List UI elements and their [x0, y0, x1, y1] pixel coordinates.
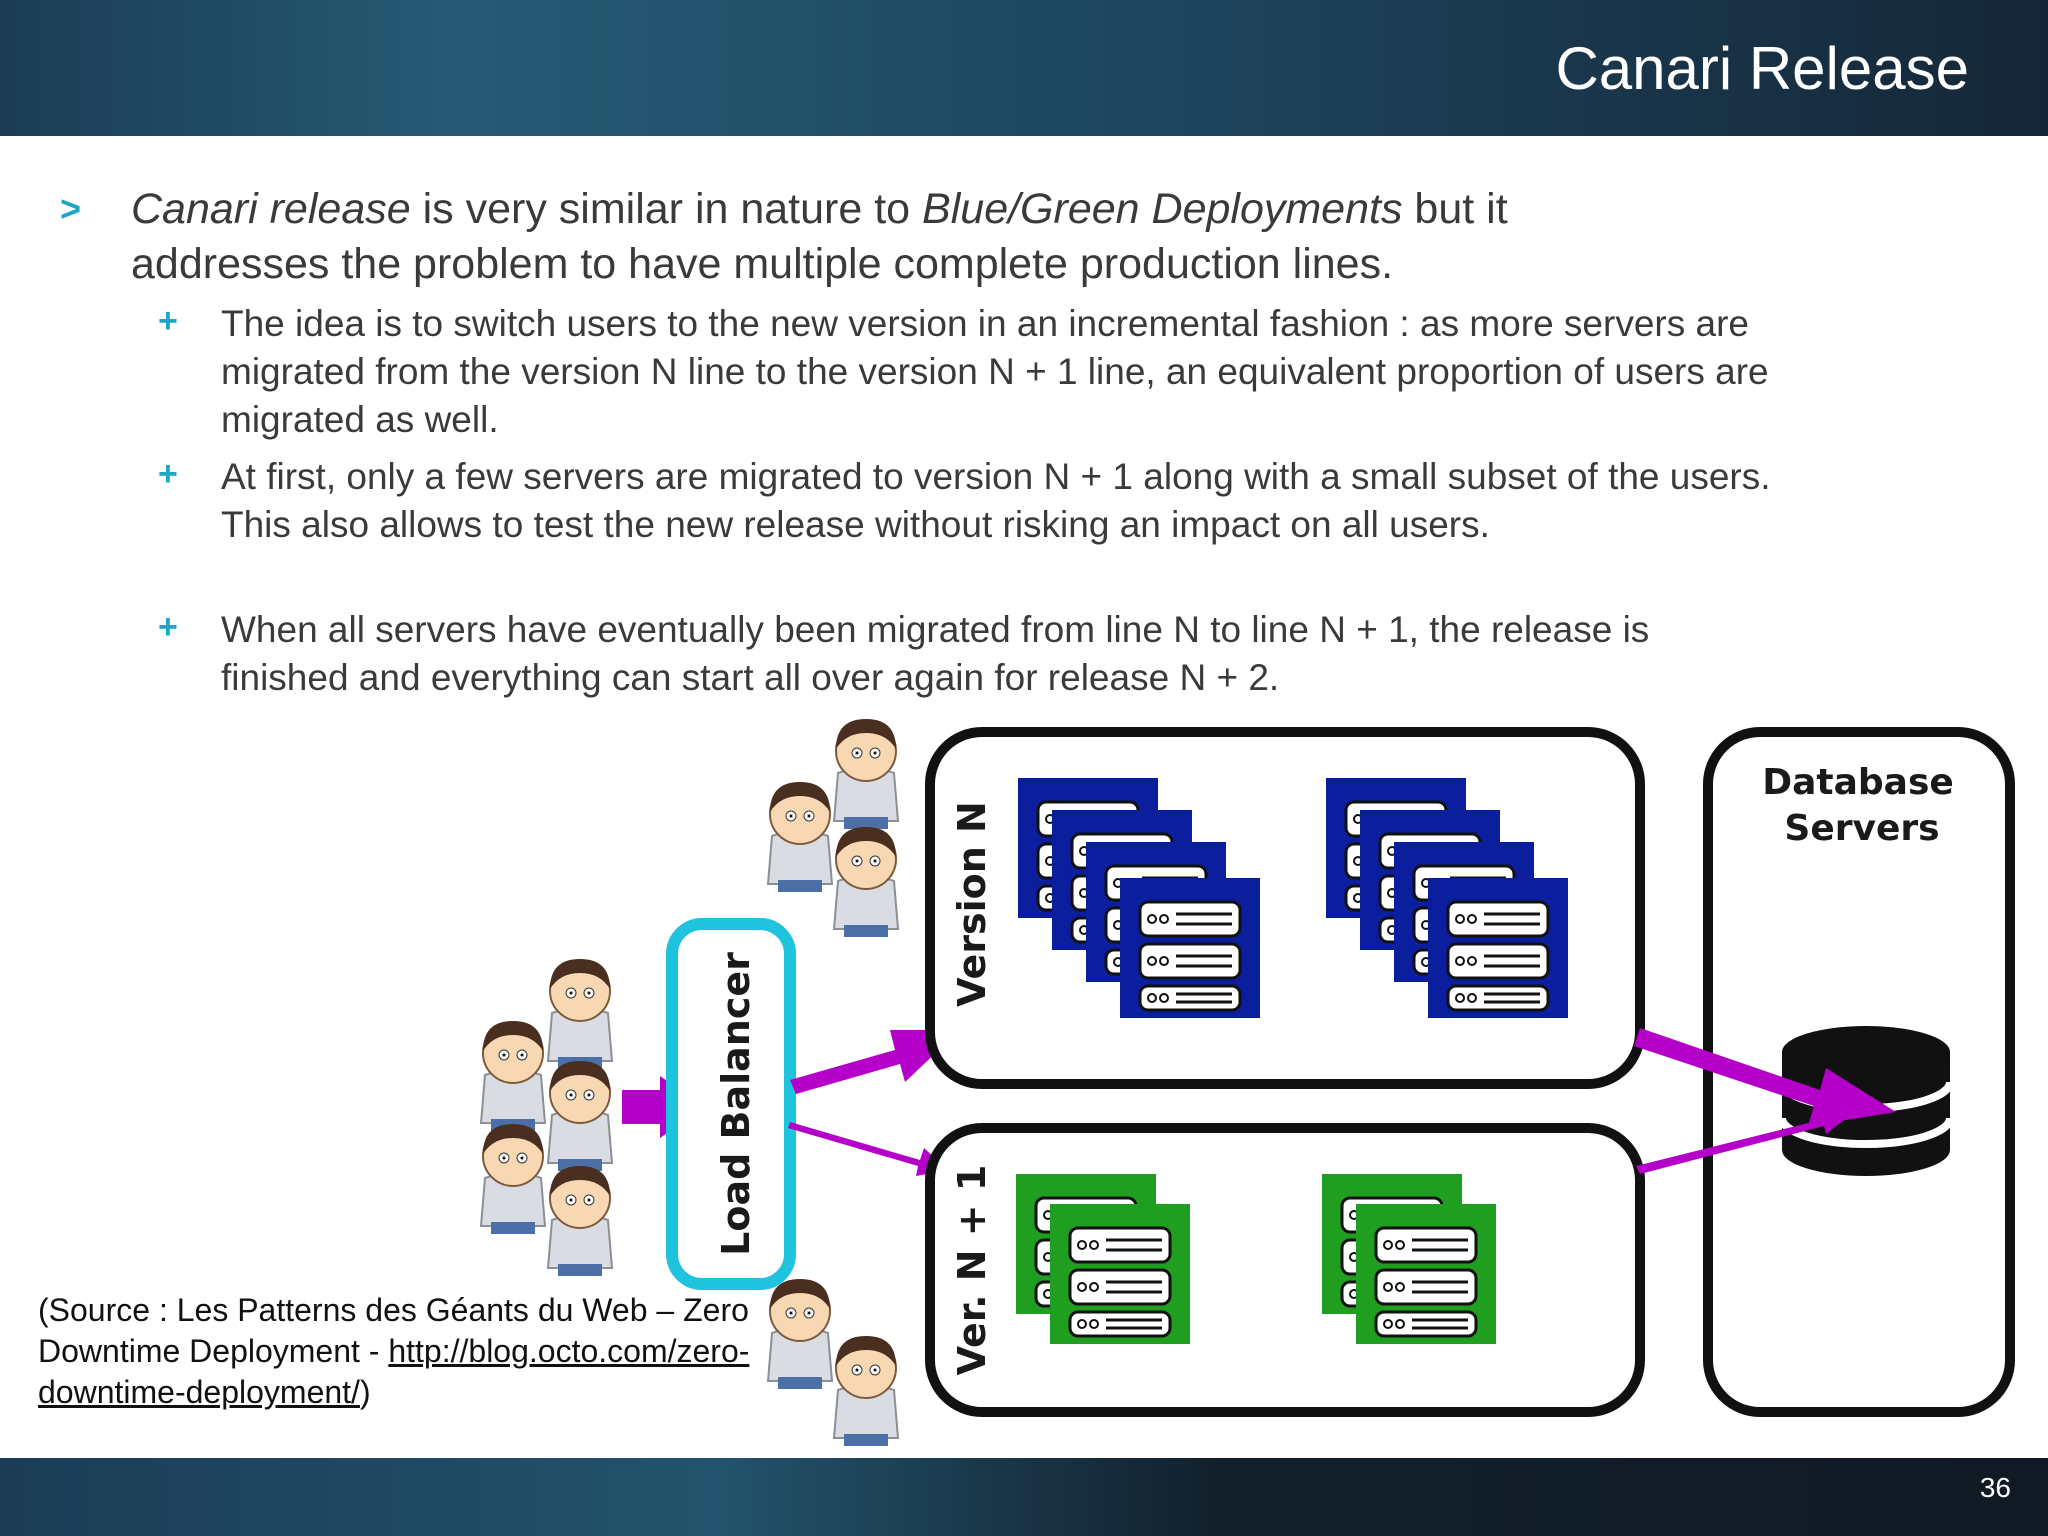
main-bullet-part2: but it addresses the problem to have mul… [131, 185, 1508, 288]
sub-bullet-marker: + [158, 455, 178, 493]
slide-footer [0, 1458, 2048, 1536]
load-balancer-label: Load Balancer [714, 952, 758, 1256]
version-n1-label: Ver. N + 1 [950, 1165, 994, 1376]
user-icon [480, 1020, 546, 1132]
term-canari-release: Canari release [131, 185, 411, 233]
user-icon [480, 1123, 546, 1235]
version-n1-to-db-arrow [1636, 1110, 1852, 1174]
user-icon [547, 958, 613, 1070]
slide-title: Canari Release [1555, 35, 1969, 102]
user-icon [767, 1278, 833, 1390]
page-number: 36 [1979, 1472, 2011, 1503]
database-label-line2: Servers [1784, 808, 1939, 849]
sub-bullet-marker: + [158, 302, 178, 340]
main-bullet-text: Canari release is very similar in nature… [131, 182, 1691, 292]
sub-bullet-1: The idea is to switch users to the new v… [221, 303, 1769, 440]
user-icon [767, 781, 833, 893]
user-icon [547, 1165, 613, 1277]
source-close: ) [359, 1374, 371, 1410]
term-blue-green: Blue/Green Deployments [922, 185, 1403, 233]
main-bullet-part1: is very similar in nature to [410, 185, 923, 233]
load-balancer-box [666, 918, 796, 1290]
sub-bullet-2: At first, only a few servers are migrate… [221, 456, 1771, 545]
database-label-line1: Database [1762, 762, 1954, 803]
source-link[interactable]: http://blog.octo.com/zero-downtime-deplo… [38, 1333, 750, 1410]
main-bullet-marker: > [60, 188, 82, 229]
sub-bullet-marker: + [158, 608, 178, 646]
user-icon [833, 826, 899, 938]
users-to-lb-arrow [622, 1076, 705, 1138]
user-icon [833, 1335, 899, 1447]
slide-header [0, 0, 2048, 136]
sub-bullet-3: When all servers have eventually been mi… [221, 609, 1650, 698]
user-icon [547, 1060, 613, 1172]
lb-to-version-n-arrow [790, 1030, 960, 1094]
version-n-to-db-arrow [1634, 1028, 1896, 1126]
source-note: (Source : Les Patterns des Géants du Web… [38, 1290, 758, 1413]
source-text: (Source : Les Patterns des Géants du Web… [38, 1292, 749, 1369]
version-n-label: Version N [950, 801, 994, 1007]
lb-to-version-n1-arrow [788, 1122, 948, 1176]
user-icon [833, 718, 899, 830]
